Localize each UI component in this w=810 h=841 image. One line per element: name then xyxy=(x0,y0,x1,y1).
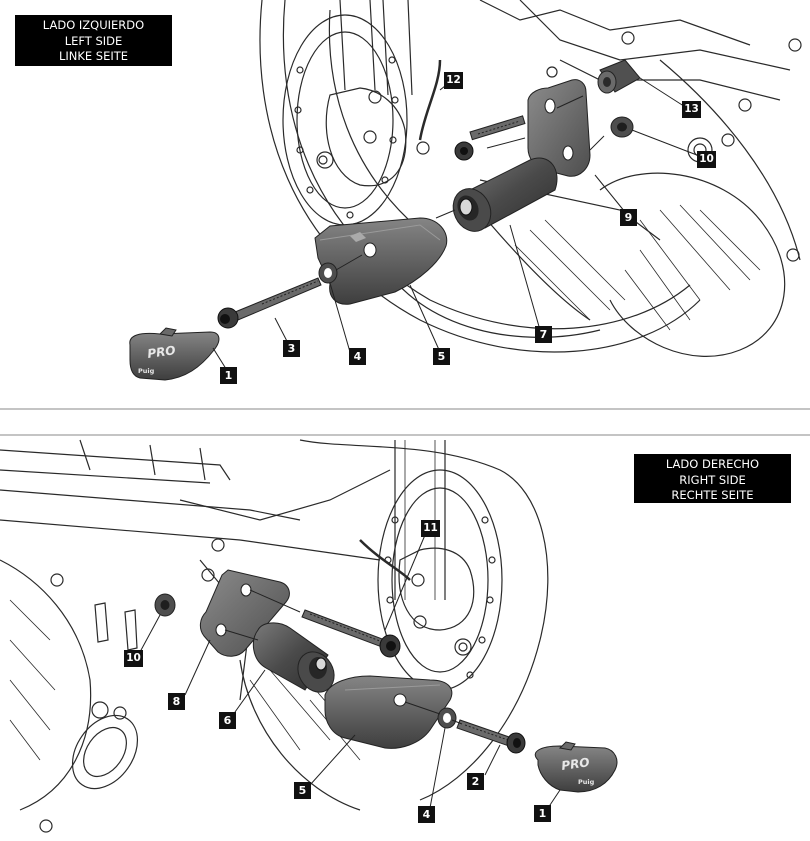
label-line: LADO DERECHO xyxy=(665,457,760,471)
protective-cap-5-right xyxy=(324,675,453,749)
long-bolt-3 xyxy=(217,277,322,329)
engine-cover xyxy=(0,559,92,811)
callout-2: 2 xyxy=(467,773,484,790)
callout-7: 7 xyxy=(535,326,552,343)
left-leaders xyxy=(212,77,703,373)
callout-3: 3 xyxy=(283,340,300,357)
protective-cap-5 xyxy=(314,217,448,305)
brake-disc xyxy=(377,469,503,691)
brake-disc xyxy=(282,14,408,226)
label-line: RIGHT SIDE xyxy=(679,472,746,487)
callout-5: 5 xyxy=(433,348,450,365)
pro-logo-top: PRO Puig xyxy=(138,343,176,375)
right-leaders xyxy=(139,534,561,809)
callout-12: 12 xyxy=(444,72,463,89)
right-side-parts xyxy=(154,569,618,793)
pro-logo-bottom: PRO Puig xyxy=(560,755,594,786)
brake-disc-holes xyxy=(294,56,399,219)
right-side-label: LADO DERECHO RIGHT SIDE RECHTE SEITE xyxy=(634,454,791,503)
callout-6: 6 xyxy=(219,712,236,729)
bolt-2 xyxy=(456,719,526,754)
label-line: LEFT SIDE xyxy=(64,33,123,48)
mounting-plate-8 xyxy=(199,569,290,657)
bolt-12 xyxy=(454,115,526,161)
end-cap-1-right xyxy=(534,741,618,793)
svg-text:Puig: Puig xyxy=(138,367,155,375)
washer-4-right xyxy=(437,707,457,729)
svg-text:PRO: PRO xyxy=(560,755,590,773)
label-line: LADO IZQUIERDO xyxy=(42,18,145,32)
callout-4: 4 xyxy=(418,806,435,823)
callout-10: 10 xyxy=(697,151,716,168)
mounting-plate-9 xyxy=(527,79,591,177)
callout-5: 5 xyxy=(294,782,311,799)
bolt-11 xyxy=(301,609,401,658)
callout-9: 9 xyxy=(620,209,637,226)
spacer-13 xyxy=(597,59,641,94)
engine-cover xyxy=(599,172,786,357)
left-side-view xyxy=(0,0,810,410)
callout-1: 1 xyxy=(534,805,551,822)
callout-8: 8 xyxy=(168,693,185,710)
left-side-parts xyxy=(129,59,641,381)
washer-10 xyxy=(610,116,634,138)
callout-11: 11 xyxy=(421,520,440,537)
label-line: RECHTE SEITE xyxy=(671,488,754,502)
cylinder-slider-6 xyxy=(252,622,335,693)
svg-text:Puig: Puig xyxy=(578,778,595,786)
callout-13: 13 xyxy=(682,101,701,118)
callout-1: 1 xyxy=(220,367,237,384)
washer-4 xyxy=(318,262,338,284)
right-side-view xyxy=(0,439,549,833)
label-line: LINKE SEITE xyxy=(58,49,129,63)
callout-4: 4 xyxy=(349,348,366,365)
svg-text:PRO: PRO xyxy=(146,343,176,361)
washer-10-right xyxy=(154,593,176,617)
left-side-label: LADO IZQUIERDO LEFT SIDE LINKE SEITE xyxy=(15,15,172,66)
callout-10: 10 xyxy=(124,650,143,667)
cylinder-slider-7 xyxy=(452,157,558,232)
